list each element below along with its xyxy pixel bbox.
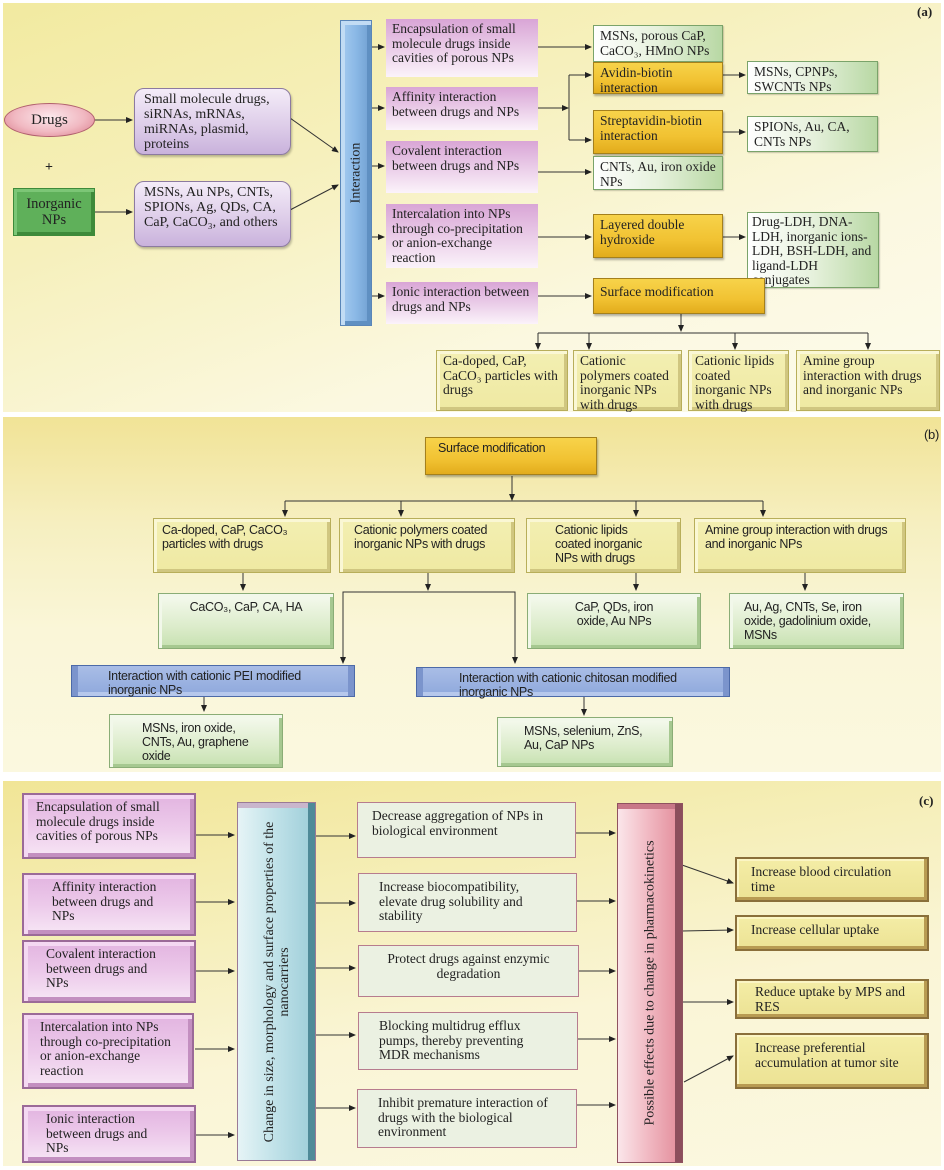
c-mechanism-ionic: Ionic interaction between drugs and NPs	[22, 1105, 196, 1163]
drug-types-box: Small molecule drugs, siRNAs, mRNAs, miR…	[134, 88, 291, 155]
surface-child-cationic-lipids: Cationic lipids coated inorganic NPs wit…	[688, 350, 789, 411]
np-types-box: MSNs, Au NPs, CNTs, SPIONs, Ag, QDs, CA,…	[134, 181, 291, 247]
encapsulation-result: MSNs, porous CaP, CaCO₃, HMnO NPs	[593, 25, 723, 62]
change-in-properties-bar: Change in size, morphology and surface p…	[237, 802, 316, 1161]
mechanism-ionic: Ionic interaction between drugs and NPs	[386, 282, 538, 324]
chitosan-result: MSNs, selenium, ZnS, Au, CaP NPs	[497, 717, 673, 767]
c-outcome-blood-circulation: Increase blood circulation time	[735, 857, 929, 902]
c-mechanism-affinity: Affinity interaction between drugs and N…	[22, 873, 196, 936]
interaction-label: Interaction	[348, 142, 364, 204]
c-mechanism-intercalation: Intercalation into NPs through co-precip…	[22, 1013, 194, 1089]
mechanism-intercalation: Intercalation into NPs through co-precip…	[386, 204, 538, 268]
chitosan-box: Interaction with cationic chitosan modif…	[416, 667, 730, 699]
surface-modification-box: Surface modification	[593, 278, 765, 314]
c-outcome-cellular-uptake: Increase cellular uptake	[735, 915, 929, 951]
c-property-inhibit: Inhibit premature interaction of drugs w…	[357, 1089, 577, 1148]
panel-c-label: (c)	[919, 793, 934, 808]
change-in-properties-label: Change in size, morphology and surface p…	[261, 821, 292, 1142]
ldh-result: Drug-LDH, DNA-LDH, inorganic ions-LDH, B…	[747, 212, 879, 288]
mechanism-encapsulation: Encapsulation of small molecule drugs in…	[386, 19, 538, 77]
c-mechanism-encapsulation: Encapsulation of small molecule drugs in…	[22, 793, 196, 859]
surface-child-cationic-polymers: Cationic polymers coated inorganic NPs w…	[573, 350, 682, 411]
mechanism-covalent: Covalent interaction between drugs and N…	[386, 141, 538, 193]
panel-b-label: (b)	[924, 427, 939, 442]
covalent-result: CNTs, Au, iron oxide NPs	[593, 156, 723, 190]
b-child-ca-doped: Ca-doped, CaP, CaCO₃ particles with drug…	[153, 518, 331, 573]
c-property-protect: Protect drugs against enzymic degradatio…	[358, 945, 579, 997]
pharmacokinetics-effects-label: Possible effects due to change in pharma…	[642, 840, 658, 1126]
interaction-bar: Interaction	[340, 20, 372, 326]
surface-child-amine-group: Amine group interaction with drugs and i…	[796, 350, 940, 411]
ldh-box: Layered double hydroxide	[593, 214, 723, 258]
c-property-aggregation: Decrease aggregation of NPs in biologica…	[357, 802, 576, 858]
pharmacokinetics-effects-bar: Possible effects due to change in pharma…	[617, 803, 683, 1163]
streptavidin-biotin-box: Streptavidin-biotin interaction	[593, 110, 723, 154]
b-child-amine-group: Amine group interaction with drugs and i…	[694, 518, 906, 573]
b-result-ca-doped: CaCO₃, CaP, CA, HA	[158, 593, 334, 649]
c-outcome-tumor-accumulation: Increase preferential accumulation at tu…	[735, 1033, 929, 1089]
b-result-cationic-lipids: CaP, QDs, iron oxide, Au NPs	[527, 593, 701, 649]
b-child-cationic-polymers: Cationic polymers coated inorganic NPs w…	[339, 518, 515, 573]
plus-sign: +	[45, 160, 53, 175]
b-child-cationic-lipids: Cationic lipids coated inorganic NPs wit…	[526, 518, 681, 573]
avidin-biotin-box: Avidin-biotin interaction	[593, 62, 723, 94]
avidin-result: MSNs, CPNPs, SWCNTs NPs	[747, 61, 878, 94]
drugs-node: Drugs	[4, 103, 95, 137]
b-result-amine-group: Au, Ag, CNTs, Se, iron oxide, gadolinium…	[729, 593, 904, 649]
c-mechanism-covalent: Covalent interaction between drugs and N…	[22, 940, 196, 1003]
inorganic-nps-node: Inorganic NPs	[13, 188, 95, 236]
c-property-blocking: Blocking multidrug efflux pumps, thereby…	[358, 1012, 578, 1070]
mechanism-affinity: Affinity interaction between drugs and N…	[386, 87, 538, 130]
streptavidin-result: SPIONs, Au, CA, CNTs NPs	[747, 116, 878, 152]
panel-a-label: (a)	[917, 4, 933, 19]
c-property-biocompatibility: Increase biocompatibility, elevate drug …	[358, 873, 577, 932]
surface-child-ca-doped: Ca-doped, CaP, CaCO₃ particles with drug…	[436, 350, 568, 411]
c-outcome-reduce-mps: Reduce uptake by MPS and RES	[735, 979, 929, 1019]
pei-box: Interaction with cationic PEI modified i…	[71, 665, 355, 697]
pei-result: MSNs, iron oxide, CNTs, Au, graphene oxi…	[109, 714, 283, 768]
b-surface-modification-box: Surface modification	[425, 437, 597, 475]
